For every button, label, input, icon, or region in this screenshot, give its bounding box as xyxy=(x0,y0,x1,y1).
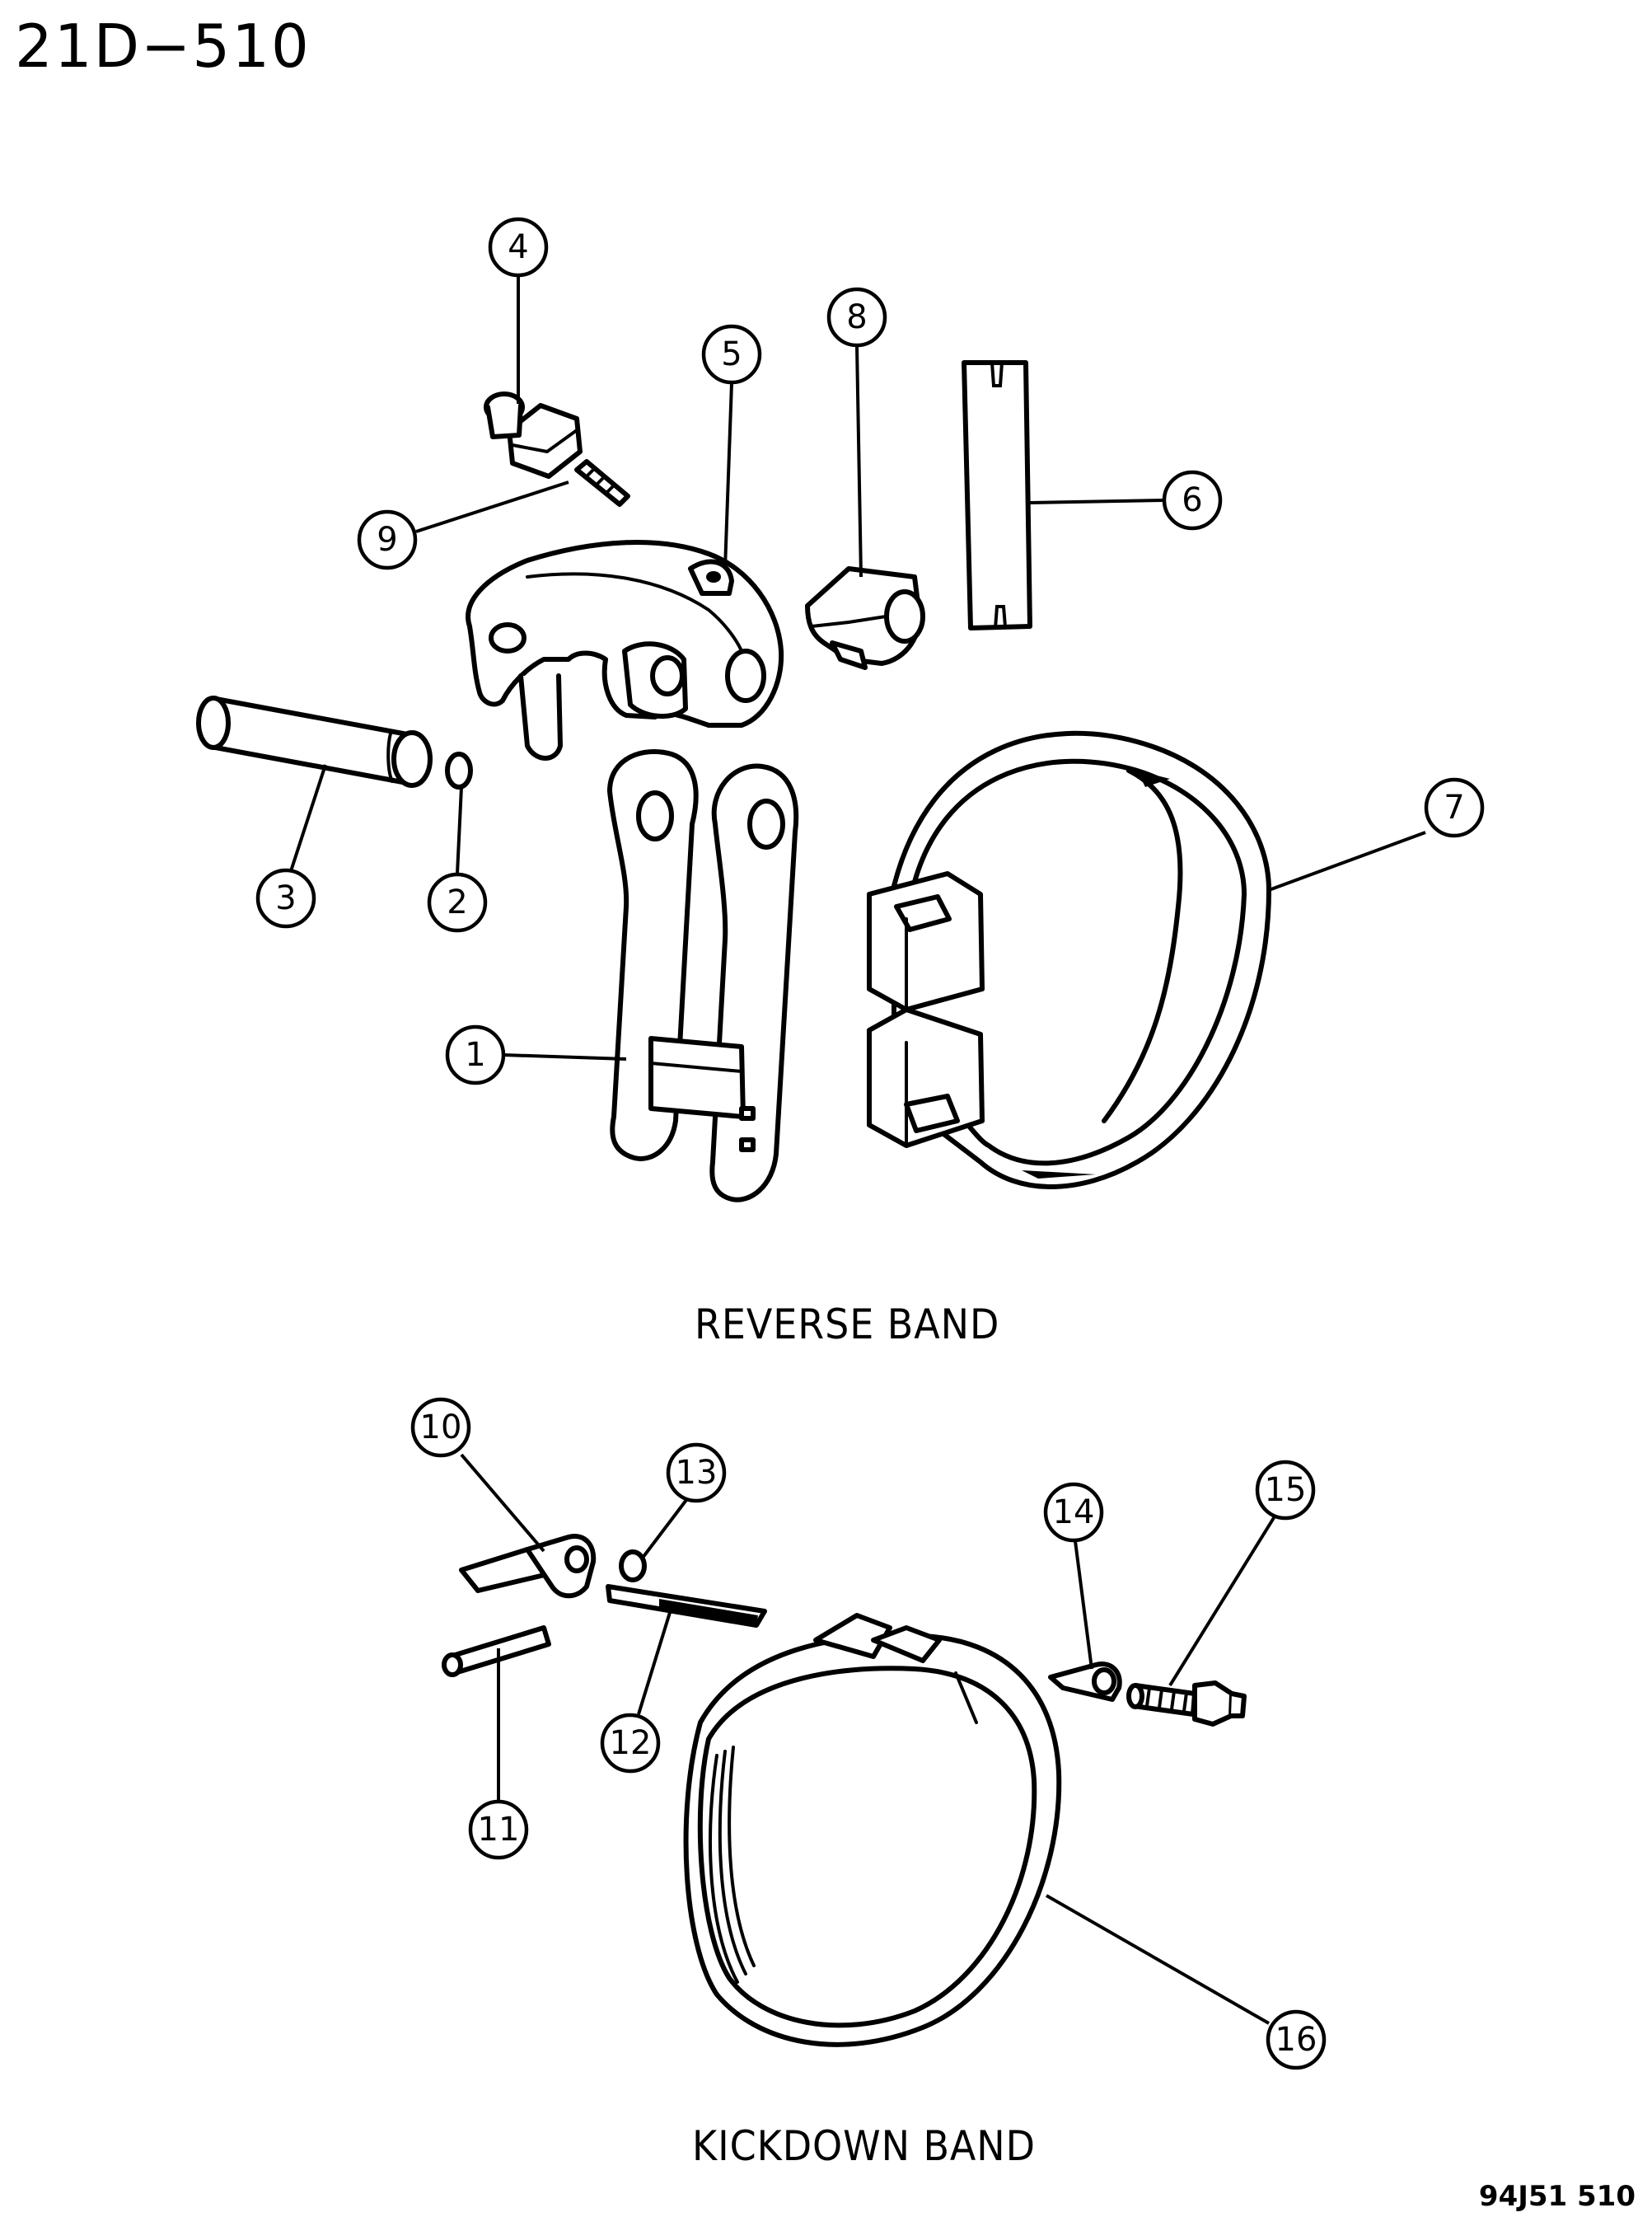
svg-text:7: 7 xyxy=(1444,789,1464,827)
roll-pin-part xyxy=(619,1549,647,1582)
svg-text:12: 12 xyxy=(610,1724,652,1762)
page-code: 21D−510 xyxy=(15,12,311,81)
callout-15: 15 xyxy=(1255,1460,1316,1521)
kickdown-band-title: KICKDOWN BAND xyxy=(692,2122,1036,2170)
callout-9: 9 xyxy=(357,509,418,570)
figure-code: 94J51 510 xyxy=(1478,2180,1636,2213)
callout-12: 12 xyxy=(600,1713,661,1774)
callout-7: 7 xyxy=(1424,777,1485,838)
callout-10: 10 xyxy=(410,1397,471,1458)
svg-text:2: 2 xyxy=(447,883,467,921)
strut-part xyxy=(962,360,1032,630)
callout-5: 5 xyxy=(701,324,762,385)
callout-2: 2 xyxy=(427,872,488,933)
callout-4: 4 xyxy=(488,217,549,278)
kickdown-lever-part xyxy=(442,1534,597,1677)
callout-13: 13 xyxy=(666,1442,727,1503)
callout-16: 16 xyxy=(1266,2009,1327,2070)
callout-6: 6 xyxy=(1162,470,1223,531)
svg-text:9: 9 xyxy=(377,521,397,559)
callout-14: 14 xyxy=(1043,1482,1104,1543)
reverse-band-title: REVERSE BAND xyxy=(695,1301,1000,1348)
callout-11: 11 xyxy=(468,1799,529,1860)
anchor-clip-part xyxy=(805,566,925,670)
svg-text:16: 16 xyxy=(1275,2021,1317,2059)
kickdown-strut-part xyxy=(606,1584,767,1628)
pin-part xyxy=(196,696,433,788)
adjusting-screw-part xyxy=(484,391,630,507)
leader-lines xyxy=(289,276,1426,2025)
reverse-band-part xyxy=(867,730,1271,1189)
svg-text:11: 11 xyxy=(478,1811,520,1849)
kickdown-band-part xyxy=(683,1613,1062,2047)
svg-text:1: 1 xyxy=(465,1036,485,1074)
svg-text:8: 8 xyxy=(846,298,867,336)
svg-text:13: 13 xyxy=(676,1454,718,1492)
svg-text:3: 3 xyxy=(275,879,296,917)
link-part xyxy=(607,749,799,1202)
svg-text:10: 10 xyxy=(420,1408,462,1446)
callout-1: 1 xyxy=(445,1024,506,1085)
svg-text:6: 6 xyxy=(1182,481,1202,519)
svg-text:4: 4 xyxy=(508,228,528,266)
callout-3: 3 xyxy=(255,868,316,929)
kickdown-anchor-part xyxy=(1048,1662,1122,1702)
svg-text:14: 14 xyxy=(1053,1493,1095,1531)
lever-part xyxy=(466,540,784,761)
svg-text:5: 5 xyxy=(721,335,742,373)
svg-text:15: 15 xyxy=(1265,1471,1307,1509)
o-ring-part xyxy=(445,752,473,790)
kickdown-screw-part xyxy=(1126,1680,1247,1727)
callout-8: 8 xyxy=(826,287,887,348)
